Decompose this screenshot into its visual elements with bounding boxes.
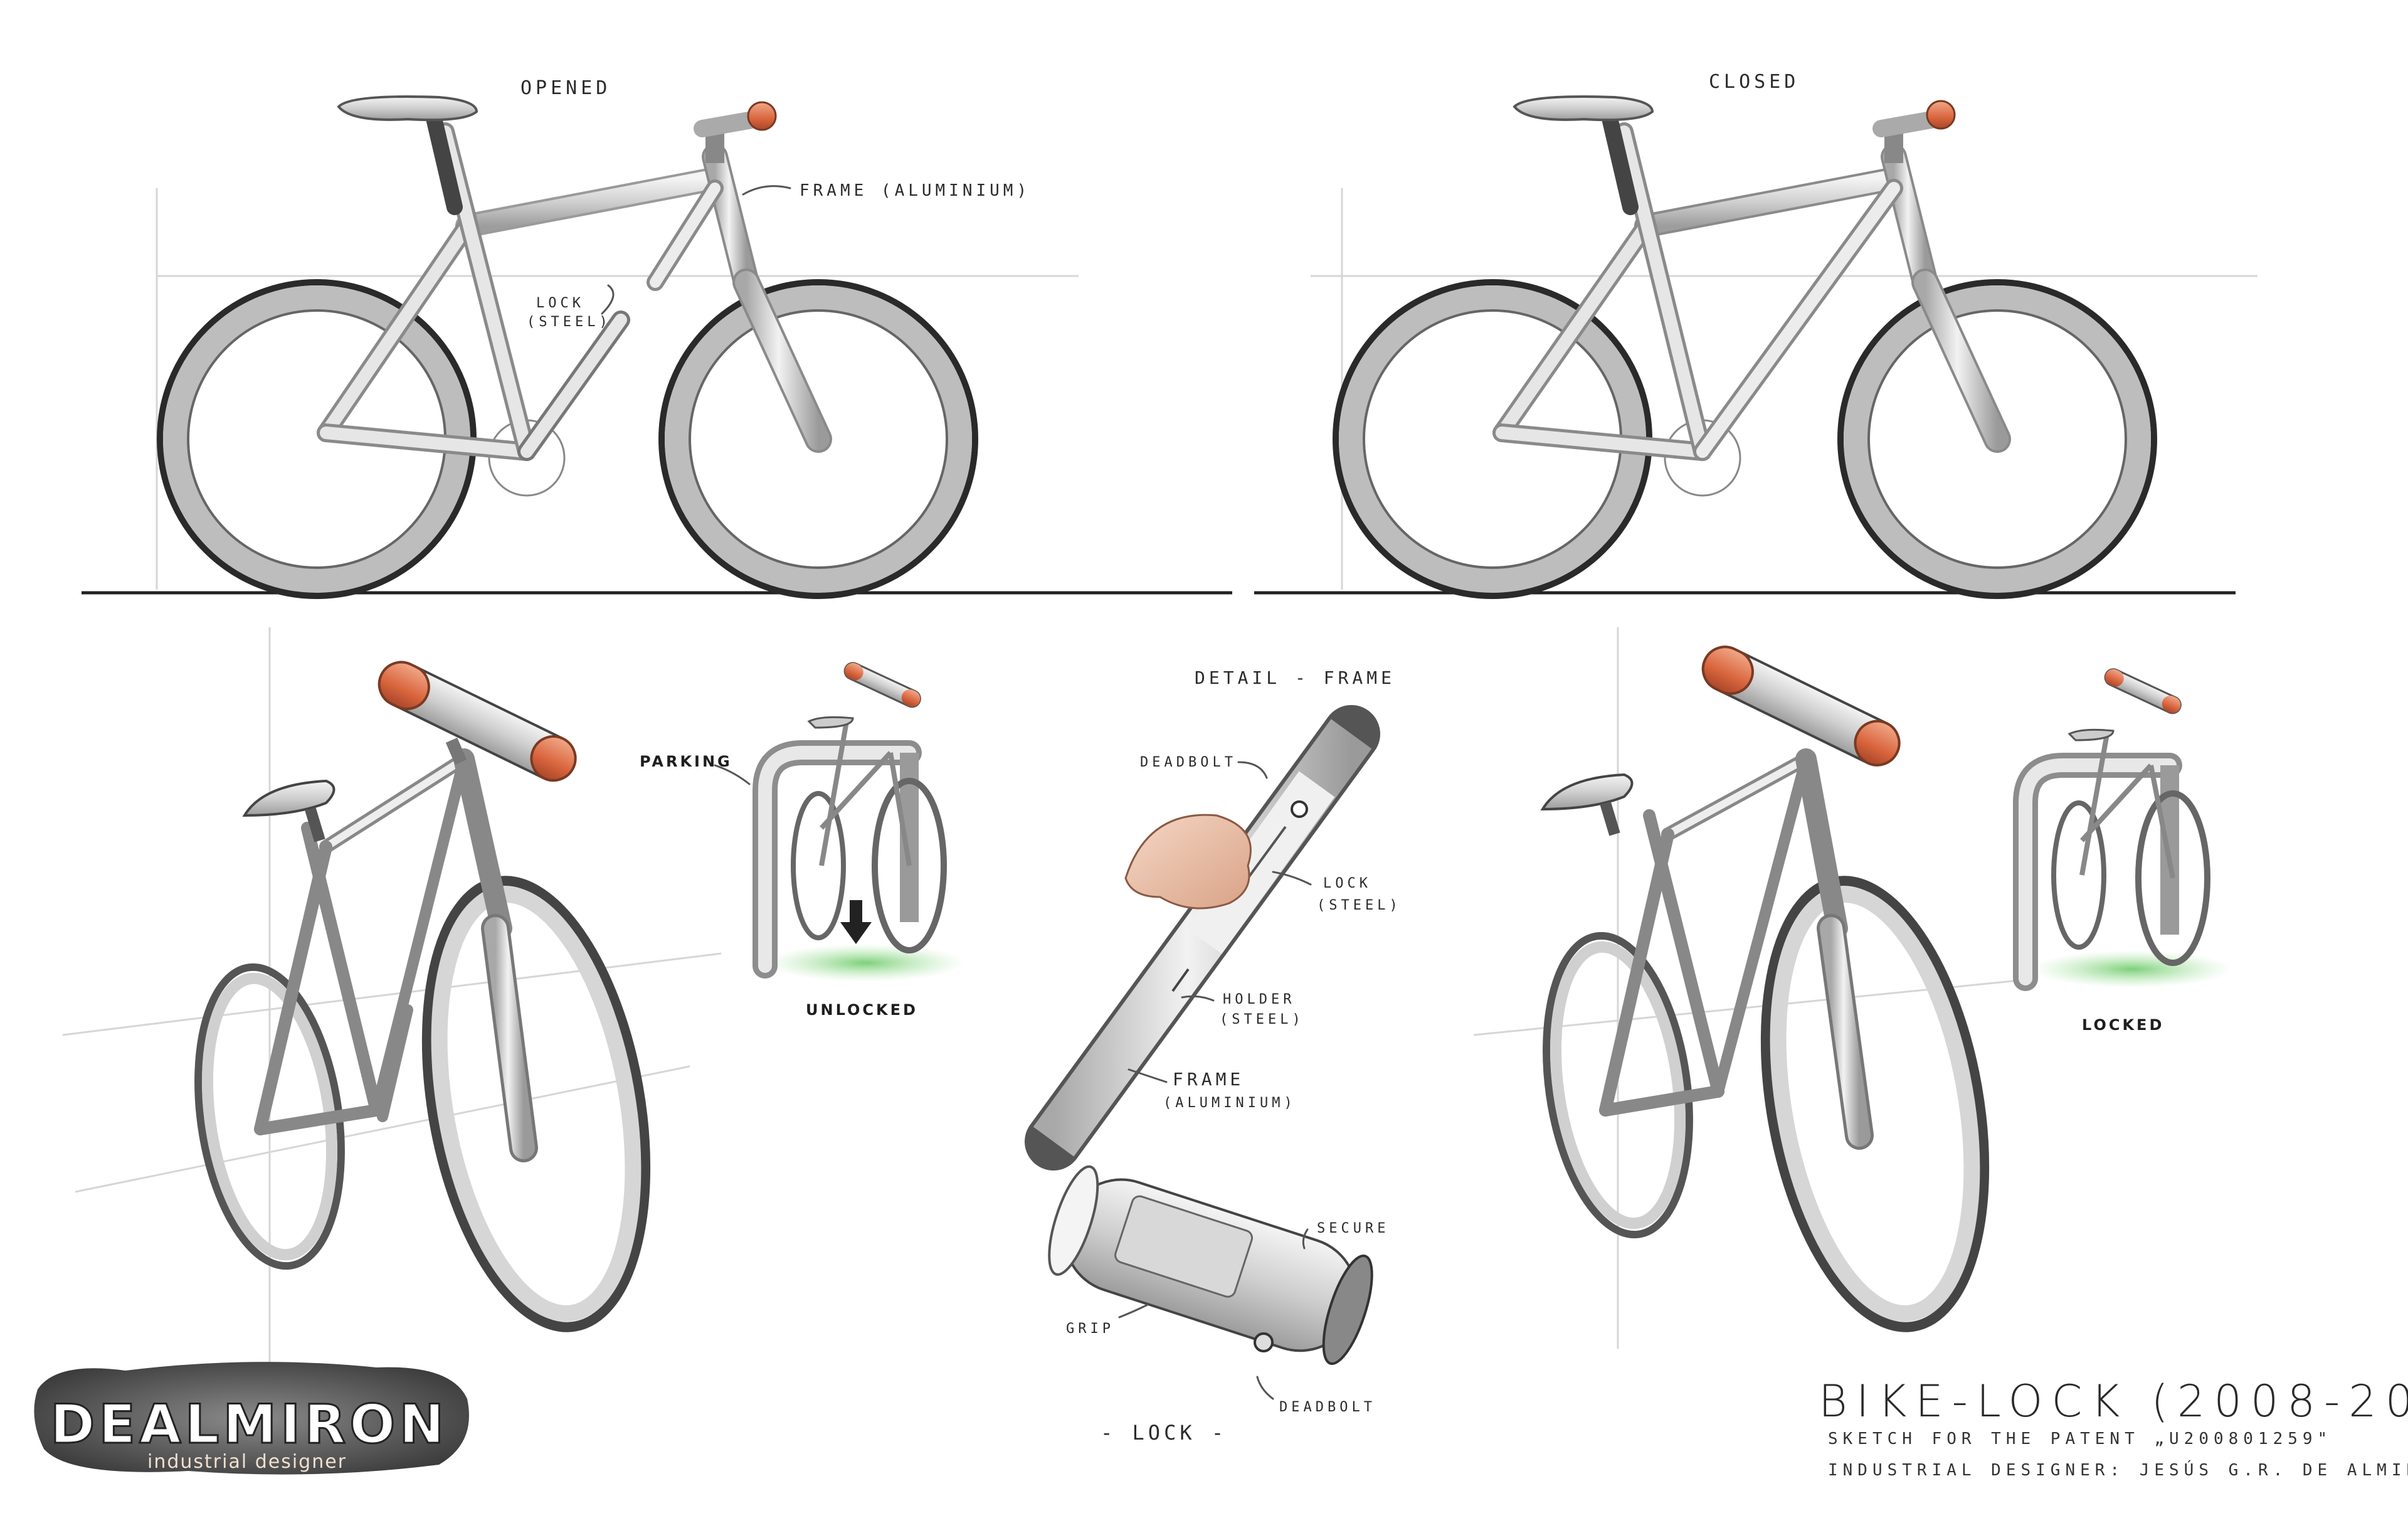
logo-wordmark: DEALMIRON <box>50 1393 448 1456</box>
title-block: BIKE-LOCK (2008-2022) SKETCH FOR THE PAT… <box>1819 1376 2408 1480</box>
bike-perspective-left <box>194 661 651 1332</box>
front-wheel <box>658 279 978 599</box>
handlebar-grip <box>747 101 777 131</box>
sheet-title: BIKE-LOCK (2008-2022) <box>1819 1376 2408 1427</box>
bike-perspective-right <box>1540 645 1990 1332</box>
construction-guides <box>62 188 2258 1380</box>
label-frame: FRAME <box>1173 1069 1244 1090</box>
label-lock-steel: (STEEL) <box>527 314 611 330</box>
label-deadbolt-2: DEADBOLT <box>1279 1399 1376 1415</box>
designer-logo: DEALMIRON industrial designer <box>34 1362 469 1475</box>
label-frame-aluminium-detail: (ALUMINIUM) <box>1163 1095 1296 1111</box>
frame-opened <box>317 122 832 461</box>
hand-illustration <box>1124 814 1252 910</box>
label-lock-steel-detail: (STEEL) <box>1317 898 1402 913</box>
saddle <box>337 95 478 122</box>
label-frame-aluminium: FRAME (ALUMINIUM) <box>800 181 1030 200</box>
label-grip: GRIP <box>1066 1321 1114 1337</box>
label-holder-steel: (STEEL) <box>1220 1012 1304 1027</box>
label-secure: SECURE <box>1317 1221 1389 1236</box>
designer-line: INDUSTRIAL DESIGNER: JESÚS G.R. DE ALMIR… <box>1828 1460 2408 1480</box>
bike-opened-side-view: OPENED <box>82 77 1232 599</box>
bike-closed-side-view: CLOSED <box>1254 71 2236 599</box>
label-holder: HOLDER <box>1223 992 1295 1007</box>
view-label-lock: - LOCK - <box>1101 1421 1227 1445</box>
handlebar-grip-right <box>1701 645 1901 767</box>
logo-tagline: industrial designer <box>147 1451 347 1473</box>
front-wheel-closed <box>1837 279 2157 599</box>
label-lock: LOCK <box>1323 876 1371 891</box>
handlebar <box>694 110 764 137</box>
parking-locked-illustration: LOCKED <box>2013 668 2232 1034</box>
down-arrow-icon <box>840 900 872 944</box>
label-parking: PARKING <box>640 753 732 770</box>
view-label-detail-frame: DETAIL - FRAME <box>1195 667 1395 688</box>
handlebar-grip-left <box>378 661 577 782</box>
frame-closed <box>1492 122 2011 461</box>
detail-frame-illustration: DETAIL - FRAME DEADBOLT LOCK (STEEL) HOL… <box>1025 667 1402 1170</box>
label-lock-1: LOCK <box>536 295 584 311</box>
view-label-closed: CLOSED <box>1709 71 1799 93</box>
seatpost <box>425 105 463 215</box>
lock-detail-illustration: SECURE GRIP DEADBOLT - LOCK - <box>1048 1165 1389 1445</box>
label-deadbolt: DEADBOLT <box>1140 755 1237 770</box>
patent-line: SKETCH FOR THE PATENT „U200801259" <box>1828 1430 2332 1448</box>
view-label-opened: OPENED <box>520 77 611 99</box>
label-unlocked: UNLOCKED <box>806 1001 918 1019</box>
lock-bar-opened <box>517 310 630 461</box>
parking-unlocked-illustration: PARKING UNLOCKED <box>640 662 966 1019</box>
grass-patch <box>765 944 966 982</box>
label-locked: LOCKED <box>2082 1016 2164 1034</box>
